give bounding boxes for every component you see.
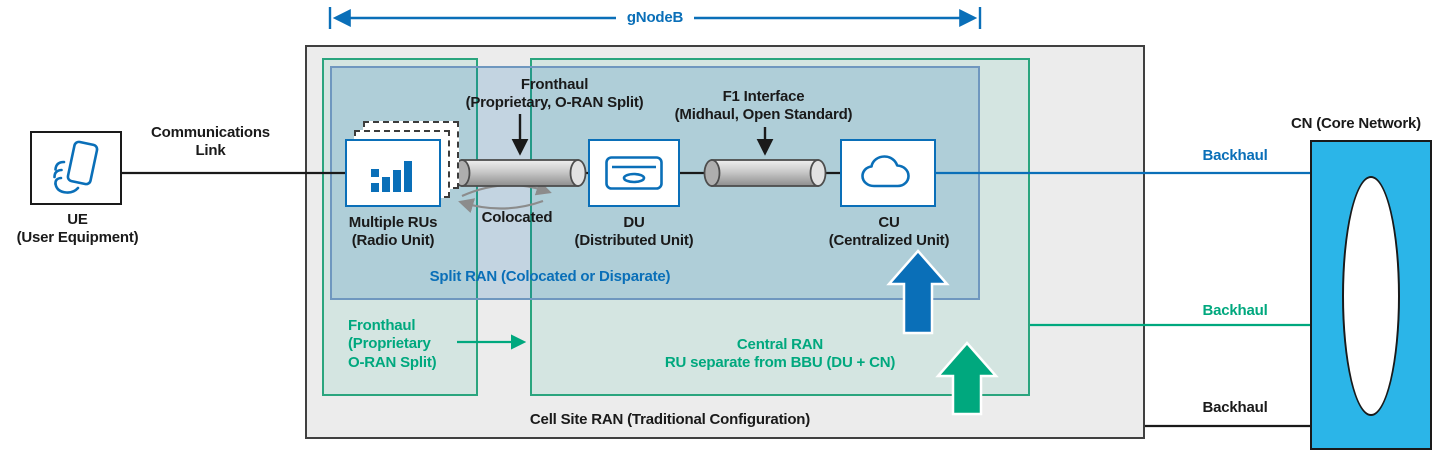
ru-signal-bars-icon (371, 161, 412, 192)
central-ran-ru-region (322, 58, 478, 396)
colocated-label: Colocated (481, 209, 553, 226)
cu-label: CU (Centralized Unit) (808, 214, 970, 251)
cell-site-ran-label: Cell Site RAN (Traditional Configuration… (529, 411, 811, 428)
central-ran-label: Central RAN RU separate from BBU (DU + C… (628, 336, 932, 373)
fronthaul-side-line3: O-RAN Split) (348, 353, 437, 371)
fronthaul-top-line1: Fronthaul (520, 76, 589, 93)
ru-label: Multiple RUs (Radio Unit) (330, 214, 456, 251)
split-ran-label: Split RAN (Colocated or Disparate) (429, 268, 671, 285)
central-ran-line2: RU separate from BBU (DU + CN) (664, 354, 896, 372)
fronthaul-side-line1: Fronthaul (348, 317, 416, 334)
communications-link-line1: Communications (151, 124, 270, 141)
central-ran-bbu-region (530, 58, 1030, 396)
ue-box (30, 131, 122, 205)
du-box (588, 139, 680, 207)
cell-site-ran-box (305, 45, 1145, 439)
communications-link-line2: Link (195, 142, 226, 160)
du-name: DU (623, 214, 645, 231)
cn-ellipse (1342, 176, 1400, 416)
ue-subtitle: (User Equipment) (16, 229, 139, 247)
backhaul-label-blue: Backhaul (1202, 147, 1268, 164)
backhaul-label-black: Backhaul (1202, 399, 1268, 416)
du-label: DU (Distributed Unit) (558, 214, 710, 251)
cu-cloud-icon (861, 155, 910, 188)
ru-box (345, 139, 441, 207)
central-ran-line1: Central RAN (736, 336, 824, 353)
fronthaul-side-label: Fronthaul (Proprietary O-RAN Split) (348, 317, 473, 372)
ru-name: Multiple RUs (348, 214, 438, 231)
fronthaul-top-line2: (Proprietary, O-RAN Split) (465, 94, 644, 112)
cu-name: CU (878, 214, 900, 231)
backhaul-label-green: Backhaul (1202, 302, 1268, 319)
fronthaul-top-label: Fronthaul (Proprietary, O-RAN Split) (452, 76, 657, 113)
cu-subtitle: (Centralized Unit) (828, 232, 950, 250)
du-device-icon (605, 156, 663, 190)
ue-label: UE (User Equipment) (0, 211, 155, 248)
ru-subtitle: (Radio Unit) (351, 232, 435, 250)
f1-line2: (Midhaul, Open Standard) (674, 106, 853, 124)
f1-interface-label: F1 Interface (Midhaul, Open Standard) (656, 88, 871, 125)
ue-name: UE (67, 211, 88, 228)
gnodeb-label: gNodeB (626, 9, 684, 26)
communications-link-label: Communications Link (138, 124, 283, 161)
ue-phone-hand-icon (53, 140, 99, 194)
fronthaul-side-line2: (Proprietary (348, 335, 431, 353)
f1-line1: F1 Interface (722, 88, 805, 105)
cu-box (840, 139, 936, 207)
du-subtitle: (Distributed Unit) (574, 232, 694, 250)
cn-title: CN (Core Network) (1291, 115, 1421, 132)
